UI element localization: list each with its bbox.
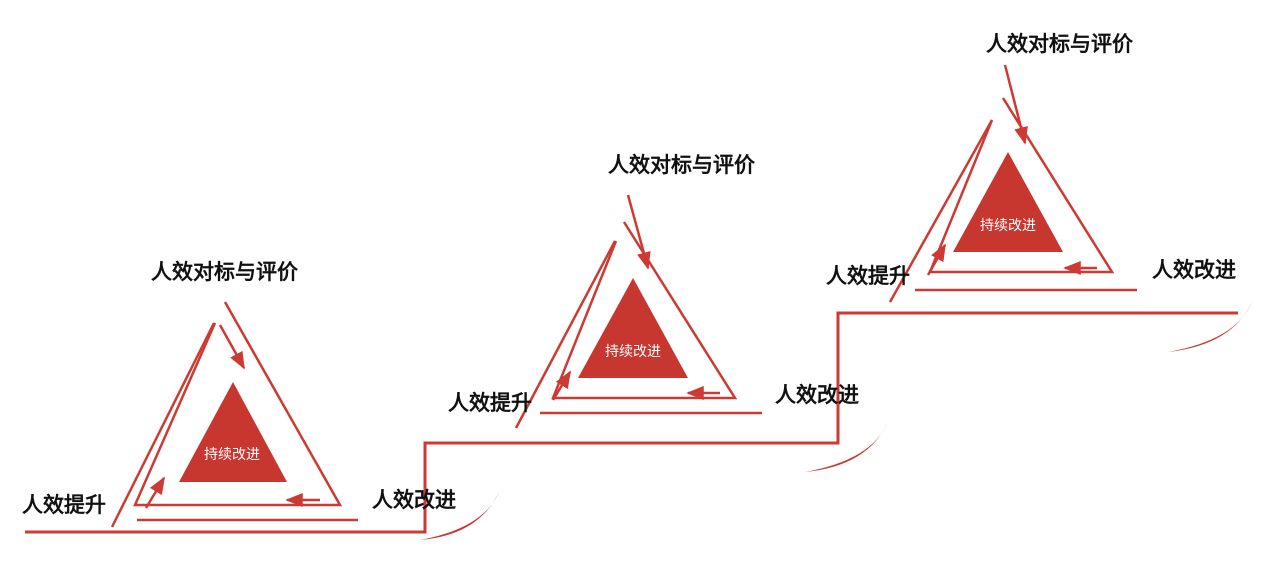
cycle-3-arrow-left bbox=[926, 243, 947, 276]
step-swoosh-2 bbox=[805, 422, 888, 472]
cycle-1-right-label: 人效改进 bbox=[372, 488, 456, 512]
cycle-3-left-label: 人效提升 bbox=[826, 264, 910, 288]
cycle-1-outer-loop bbox=[133, 301, 343, 507]
cycle-3 bbox=[888, 64, 1137, 303]
cycle-1-arrow-top bbox=[218, 324, 246, 370]
cycle-2-arrow-top bbox=[626, 194, 651, 270]
cycle-3-left-stroke bbox=[888, 119, 994, 303]
cycle-2-center-label: 持续改进 bbox=[605, 344, 661, 360]
cycle-2-left-label: 人效提升 bbox=[448, 391, 532, 415]
cycle-1-top-label: 人效对标与评价 bbox=[151, 260, 298, 284]
cycle-3-outer-loop bbox=[928, 97, 1115, 274]
cycle-3-center-triangle bbox=[953, 152, 1063, 252]
cycle-1-left-label: 人效提升 bbox=[22, 493, 106, 517]
cycle-2 bbox=[514, 194, 762, 429]
cycle-1-arrow-left bbox=[144, 476, 166, 509]
cycle-3-top-label: 人效对标与评价 bbox=[986, 32, 1133, 56]
cycle-2-center-triangle bbox=[578, 278, 688, 378]
step-swoosh-1 bbox=[420, 490, 500, 540]
cycle-3-right-label: 人效改进 bbox=[1152, 258, 1236, 282]
cycle-2-top-label: 人效对标与评价 bbox=[608, 153, 755, 177]
cycle-3-arrow-top bbox=[1003, 64, 1028, 145]
staircase-line bbox=[25, 311, 1238, 534]
cycle-2-left-stroke bbox=[514, 240, 617, 429]
cycle-1 bbox=[110, 301, 358, 528]
cycle-2-right-label: 人效改进 bbox=[775, 383, 859, 407]
step-swoosh-3 bbox=[1168, 302, 1252, 352]
cycle-1-left-stroke bbox=[110, 322, 216, 528]
cycle-2-arrow-left bbox=[551, 370, 572, 401]
cycle-3-center-label: 持续改进 bbox=[980, 218, 1036, 234]
cycle-1-center-label: 持续改进 bbox=[204, 447, 260, 463]
cycle-2-outer-loop bbox=[551, 221, 738, 400]
cycle-1-center-triangle bbox=[179, 382, 287, 482]
